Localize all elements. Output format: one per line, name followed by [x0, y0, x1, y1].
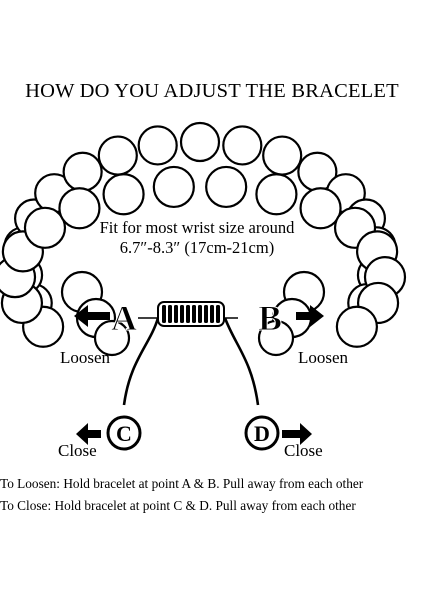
arrow-left-icon [76, 423, 101, 445]
instruction-loosen: To Loosen: Hold bracelet at point A & B.… [0, 476, 364, 491]
bead-icon [58, 187, 101, 230]
bead-icon [335, 305, 378, 348]
bead-icon [222, 125, 263, 166]
bead-icon [102, 173, 145, 216]
point-b-label: B [258, 298, 282, 338]
bead-icon [205, 165, 248, 209]
bead-icon [93, 319, 131, 357]
point-c-marker [106, 415, 142, 451]
bead-icon [299, 187, 342, 230]
arrow-right-icon [296, 305, 324, 327]
instruction-close: To Close: Hold bracelet at point C & D. … [0, 498, 356, 513]
arrow-left-icon [74, 305, 110, 327]
bead-icon [152, 165, 195, 209]
close-right-label: Close [284, 441, 323, 460]
page-title: HOW DO YOU ADJUST THE BRACELET [25, 80, 399, 102]
adjust-cords [122, 317, 260, 406]
point-d-label: D [254, 421, 270, 446]
fit-size-line-1: Fit for most wrist size around [99, 218, 295, 237]
bead-icon [179, 121, 221, 163]
point-a-label: A [111, 298, 137, 338]
loosen-right-label: Loosen [298, 348, 349, 367]
bead-icon [97, 135, 138, 176]
bead-icon [262, 135, 303, 176]
loosen-left-label: Loosen [60, 348, 111, 367]
bead-icon [137, 125, 178, 166]
bead-icon [62, 151, 103, 192]
bead-icon [257, 319, 295, 357]
close-left-label: Close [58, 441, 97, 460]
braided-knot-icon [157, 301, 225, 327]
point-c-label: C [116, 421, 132, 446]
bead-icon [23, 206, 67, 249]
bead-icon [255, 173, 298, 216]
fit-size-line-2: 6.7″-8.3″ (17cm-21cm) [119, 238, 275, 257]
point-d-marker [244, 415, 280, 451]
arrow-right-icon [282, 423, 312, 445]
